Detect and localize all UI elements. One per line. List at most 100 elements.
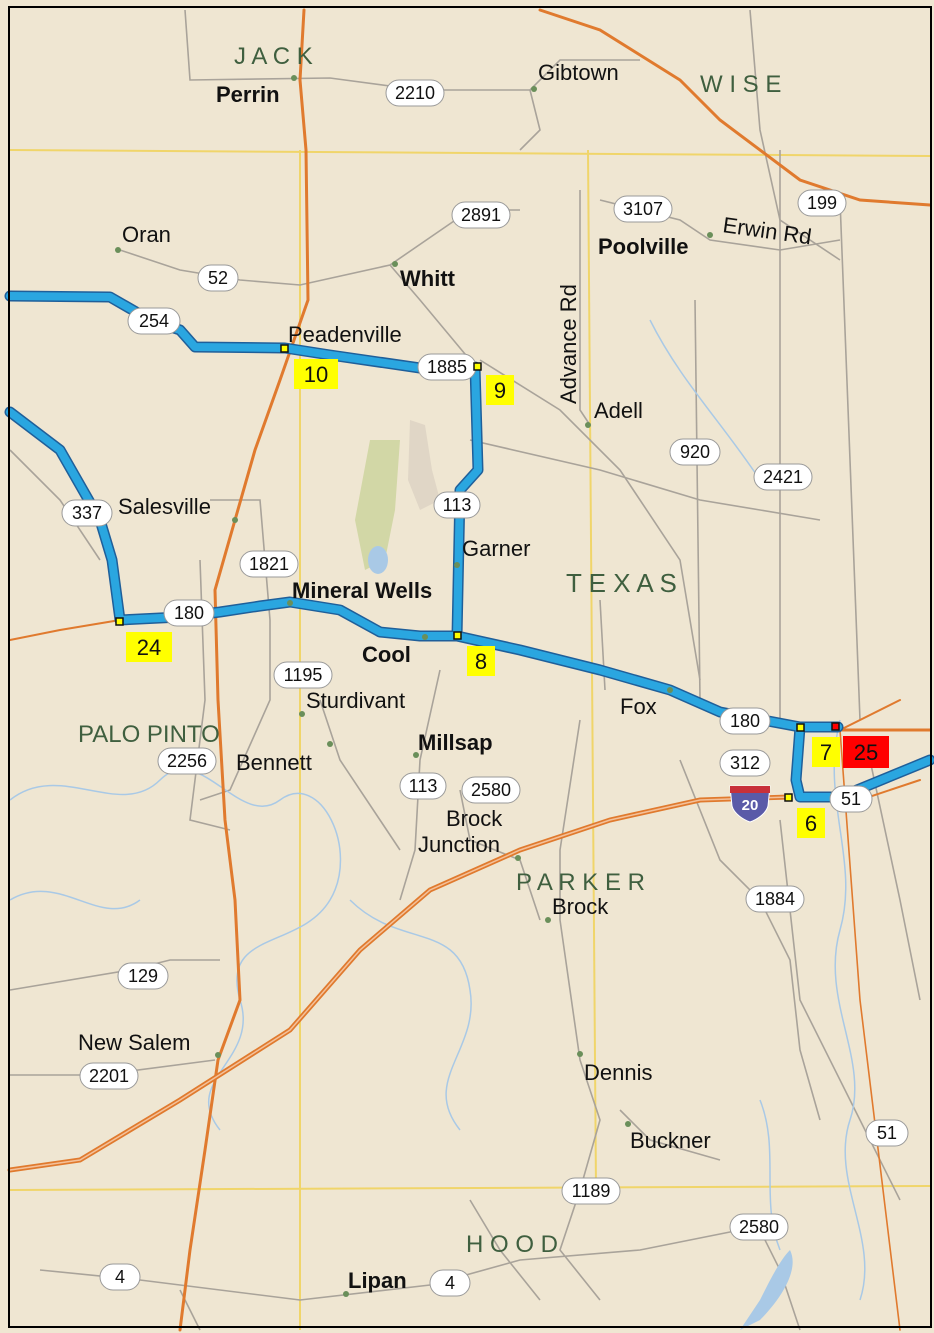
stop-6[interactable]: 6 bbox=[797, 808, 825, 838]
svg-text:199: 199 bbox=[807, 193, 837, 213]
shield-51-north: 51 bbox=[829, 785, 873, 813]
shield-920: 920 bbox=[669, 438, 721, 466]
shield-2210: 2210 bbox=[385, 79, 445, 107]
svg-text:10: 10 bbox=[304, 362, 328, 387]
stop-24[interactable]: 24 bbox=[126, 632, 172, 662]
shield-2421: 2421 bbox=[753, 463, 813, 491]
place-salesville: Salesville bbox=[118, 494, 211, 519]
stop-7[interactable]: 7 bbox=[812, 737, 840, 767]
svg-text:113: 113 bbox=[409, 776, 438, 796]
town-dots bbox=[115, 75, 713, 1297]
county-label-jack: J A C K bbox=[234, 43, 313, 70]
place-brock-junction-line2: Junction bbox=[418, 832, 500, 857]
svg-text:2201: 2201 bbox=[89, 1066, 129, 1086]
place-labels: Perrin Gibtown Oran Whitt Poolville Erwi… bbox=[78, 60, 813, 1293]
svg-text:1885: 1885 bbox=[427, 357, 467, 377]
shield-312: 312 bbox=[719, 749, 771, 777]
place-sturdivant: Sturdivant bbox=[306, 688, 405, 713]
county-label-wise: W I S E bbox=[700, 71, 781, 98]
place-gibtown: Gibtown bbox=[538, 60, 619, 85]
shield-2580-south: 2580 bbox=[729, 1213, 789, 1241]
stop-8[interactable]: 8 bbox=[467, 646, 495, 676]
shield-3107: 3107 bbox=[613, 195, 673, 223]
shield-337: 337 bbox=[61, 499, 113, 527]
county-labels: J A C K W I S E PALO PINTO P A R K E R H… bbox=[78, 43, 781, 1258]
place-oran: Oran bbox=[122, 222, 171, 247]
svg-text:2421: 2421 bbox=[763, 467, 803, 487]
place-brock-junction-line1: Brock bbox=[446, 806, 503, 831]
svg-text:51: 51 bbox=[841, 789, 861, 809]
shield-199: 199 bbox=[797, 189, 847, 217]
svg-text:113: 113 bbox=[443, 495, 472, 515]
place-millsap: Millsap bbox=[418, 730, 493, 755]
svg-text:4: 4 bbox=[115, 1267, 125, 1287]
park-area-2 bbox=[408, 420, 440, 510]
svg-text:1189: 1189 bbox=[572, 1181, 611, 1201]
svg-text:4: 4 bbox=[445, 1273, 455, 1293]
svg-text:8: 8 bbox=[475, 649, 487, 674]
svg-text:52: 52 bbox=[208, 268, 228, 288]
map-frame bbox=[8, 6, 932, 1328]
place-bennett: Bennett bbox=[236, 750, 312, 775]
county-label-parker: P A R K E R bbox=[516, 869, 645, 896]
stop-labels: 10 9 24 8 7 25 6 bbox=[126, 359, 889, 838]
svg-text:20: 20 bbox=[742, 797, 759, 814]
county-label-palo-pinto: PALO PINTO bbox=[78, 721, 220, 748]
stop-10[interactable]: 10 bbox=[294, 359, 338, 389]
place-garner: Garner bbox=[462, 536, 530, 561]
place-poolville: Poolville bbox=[598, 234, 688, 259]
place-whitt: Whitt bbox=[400, 266, 456, 291]
place-adell: Adell bbox=[594, 398, 643, 423]
place-peadenville: Peadenville bbox=[288, 322, 402, 347]
svg-text:337: 337 bbox=[72, 503, 102, 523]
shield-180-west: 180 bbox=[163, 599, 215, 627]
svg-text:2256: 2256 bbox=[167, 751, 207, 771]
svg-text:1884: 1884 bbox=[755, 889, 795, 909]
svg-text:51: 51 bbox=[877, 1123, 897, 1143]
shield-129: 129 bbox=[117, 962, 169, 990]
svg-text:25: 25 bbox=[854, 740, 878, 765]
svg-text:9: 9 bbox=[494, 378, 506, 403]
shield-254: 254 bbox=[127, 307, 181, 335]
orange-highways bbox=[7, 8, 932, 1332]
shield-1885: 1885 bbox=[417, 353, 477, 381]
waypoint-markers bbox=[115, 344, 805, 802]
svg-text:2580: 2580 bbox=[471, 780, 511, 800]
svg-text:2580: 2580 bbox=[739, 1217, 779, 1237]
shield-52: 52 bbox=[197, 264, 239, 292]
svg-text:2210: 2210 bbox=[395, 83, 435, 103]
shield-1884: 1884 bbox=[745, 885, 805, 913]
svg-text:180: 180 bbox=[730, 711, 760, 731]
road-label-advance-rd: Advance Rd bbox=[556, 284, 581, 404]
interstate-20-shield: 20 bbox=[729, 785, 771, 823]
place-fox: Fox bbox=[620, 694, 657, 719]
stop-9[interactable]: 9 bbox=[486, 375, 514, 405]
state-label-texas: T E X A S bbox=[566, 568, 677, 598]
minor-roads bbox=[9, 9, 921, 1331]
shield-1821: 1821 bbox=[239, 550, 299, 578]
shield-113-south: 113 bbox=[399, 772, 447, 800]
shield-2891: 2891 bbox=[451, 201, 511, 229]
svg-text:920: 920 bbox=[680, 442, 710, 462]
svg-text:129: 129 bbox=[128, 966, 158, 986]
stop-25[interactable]: 25 bbox=[843, 736, 889, 768]
svg-text:254: 254 bbox=[139, 311, 169, 331]
place-cool: Cool bbox=[362, 642, 411, 667]
lake-granbury bbox=[740, 1250, 793, 1330]
park-area bbox=[355, 440, 400, 570]
svg-text:3107: 3107 bbox=[623, 199, 663, 219]
shield-113-north: 113 bbox=[433, 491, 481, 519]
shield-2201: 2201 bbox=[79, 1062, 139, 1090]
place-lipan: Lipan bbox=[348, 1268, 407, 1293]
shield-4-east: 4 bbox=[429, 1269, 471, 1297]
svg-text:1195: 1195 bbox=[284, 665, 323, 685]
svg-text:312: 312 bbox=[730, 753, 760, 773]
place-buckner: Buckner bbox=[630, 1128, 711, 1153]
shield-4-west: 4 bbox=[99, 1263, 141, 1291]
lake-palo-pinto bbox=[368, 546, 388, 574]
place-mineral-wells: Mineral Wells bbox=[292, 578, 432, 603]
place-brock: Brock bbox=[552, 894, 609, 919]
svg-text:2891: 2891 bbox=[461, 205, 501, 225]
shield-51-south: 51 bbox=[865, 1119, 909, 1147]
